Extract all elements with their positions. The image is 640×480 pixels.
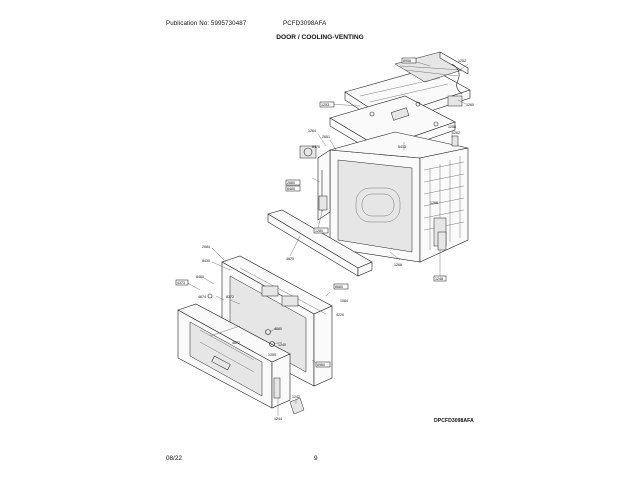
svg-text:4373: 4373	[177, 281, 185, 285]
callout-1240: 1240	[278, 343, 286, 347]
callout-1244: 1244	[274, 417, 282, 421]
callout-8470: 8470	[312, 145, 320, 149]
outer-door-panel	[177, 303, 291, 409]
svg-text:8480: 8480	[287, 187, 295, 191]
svg-text:1253: 1253	[321, 103, 329, 107]
side-bracket	[299, 145, 331, 221]
svg-text:8680: 8680	[335, 285, 343, 289]
callout-8372: 8372	[226, 295, 234, 299]
publication-number: Publication No: 5995730487	[166, 20, 247, 27]
callout-1250: 1250	[268, 353, 276, 357]
callout-5413: 5413	[398, 145, 406, 149]
callout-8460: 8460	[196, 275, 204, 279]
boxed-callout-2680: 2680	[285, 179, 301, 186]
boxed-callout-4373: 4373	[175, 279, 189, 286]
footer-date: 08/22	[166, 455, 182, 462]
svg-text:1280: 1280	[315, 229, 323, 233]
door-trim-bar	[267, 209, 373, 277]
boxed-callout-8958: 8958	[401, 57, 417, 64]
callout-2651: 2651	[322, 135, 330, 139]
boxed-callout-8480: 8480	[285, 185, 301, 192]
callout-1084: 1084	[340, 299, 348, 303]
callout-1268: 1268	[394, 263, 402, 267]
callout-4880: 4880	[274, 327, 282, 331]
callout-4872: 4872	[232, 341, 240, 345]
callout-1252: 1252	[458, 59, 466, 63]
svg-text:1248: 1248	[435, 277, 443, 281]
callout-4875: 4875	[286, 257, 294, 261]
callout-1242: 1242	[292, 395, 300, 399]
callout-1264: 1264	[308, 129, 316, 133]
svg-text:8958: 8958	[403, 59, 411, 63]
oven-cavity	[329, 131, 469, 263]
boxed-callout-1248: 1248	[433, 275, 447, 282]
boxed-callout-8680: 8680	[333, 283, 349, 290]
svg-text:2680: 2680	[287, 181, 295, 185]
callout-8430: 8430	[202, 259, 210, 263]
leader-lines	[185, 59, 469, 416]
hinge-parts	[207, 135, 459, 415]
callout-1258: 1258	[448, 125, 456, 129]
page-number: 9	[314, 455, 318, 462]
model-number: PCFD3098AFA	[283, 20, 327, 27]
boxed-callout-1280: 1280	[313, 227, 329, 234]
callout-1266: 1266	[430, 201, 438, 205]
callout-4220: 4220	[336, 313, 344, 317]
callout-1262: 1262	[452, 131, 460, 135]
boxed-callout-1253: 1253	[319, 101, 335, 108]
callout-2084: 2084	[202, 245, 210, 249]
door-inner-frame	[221, 255, 333, 387]
callout-4674: 4674	[198, 295, 206, 299]
boxed-callout-8960: 8960	[315, 361, 331, 368]
section-title: DOOR / COOLING-VENTING	[276, 34, 364, 41]
svg-text:8960: 8960	[317, 363, 325, 367]
callout-1260: 1260	[466, 103, 474, 107]
diagram-code: DPCFD3098AFA	[434, 418, 474, 424]
